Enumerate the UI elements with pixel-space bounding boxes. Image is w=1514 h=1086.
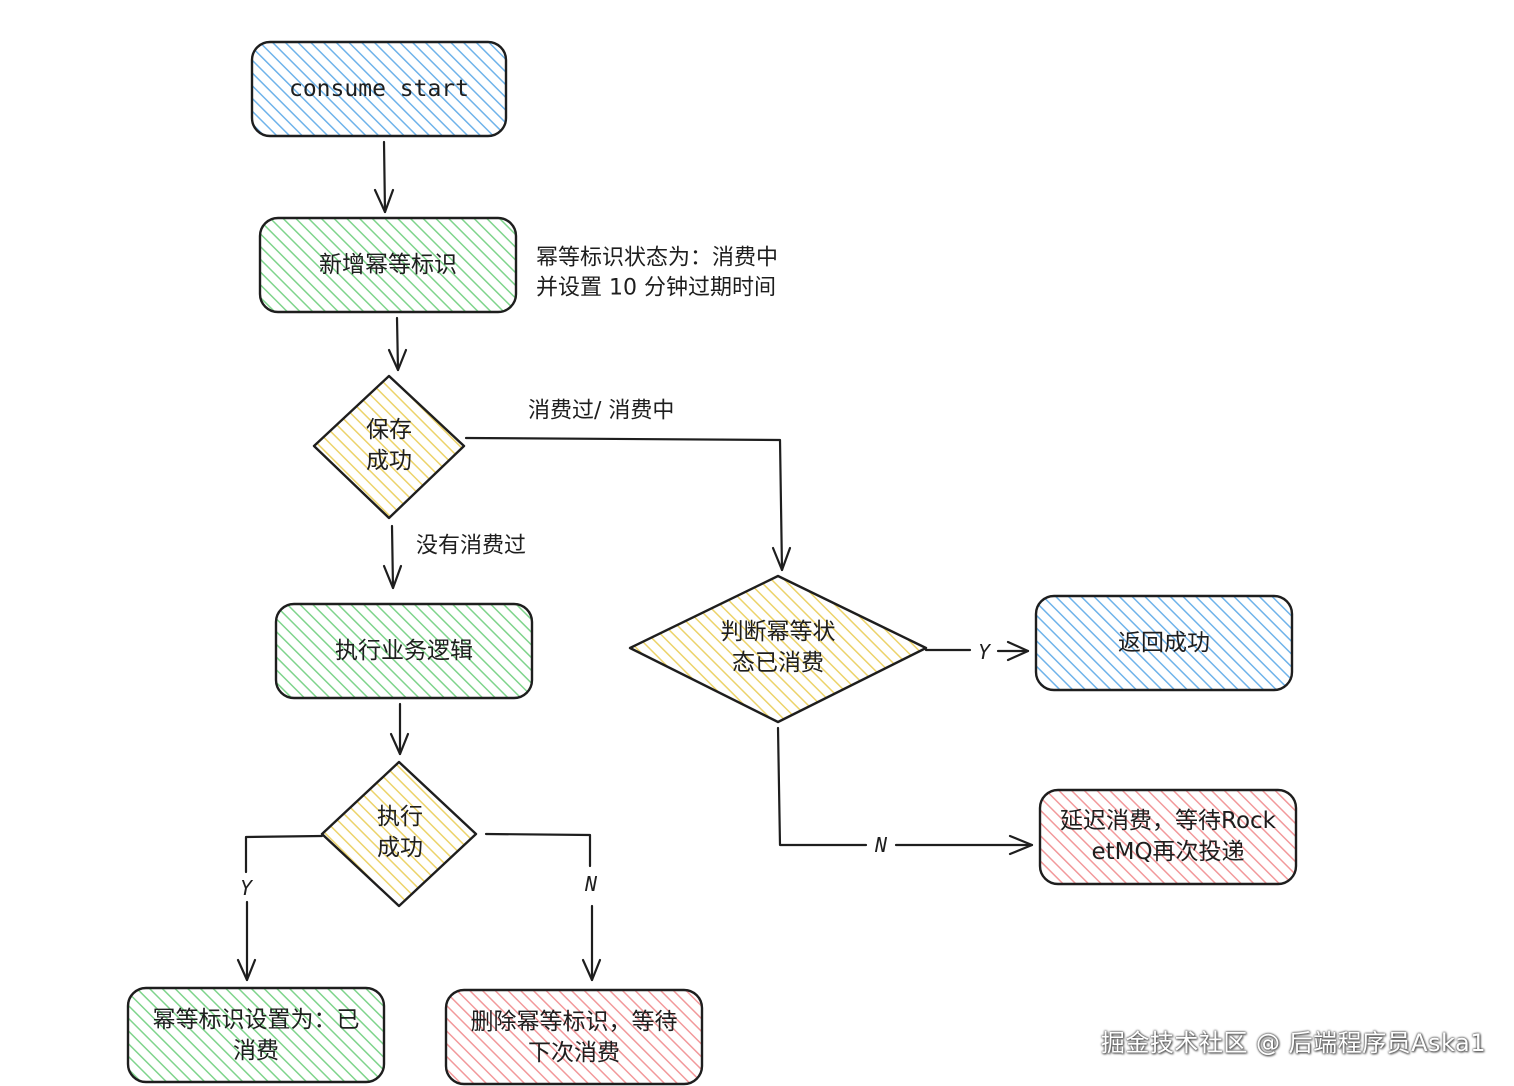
label-consumed-or-consuming: 消费过/ 消费中 (528, 399, 674, 424)
node-run-business-label: 执行业务逻辑 (335, 638, 473, 664)
node-add-idempotent-id: 新增幂等标识 (258, 216, 518, 314)
label-not-consumed: 没有消费过 (416, 534, 526, 559)
arrowhead (236, 958, 257, 982)
edge-check-to-delay-a (776, 726, 868, 847)
arrowhead (382, 564, 403, 590)
label-no-delete: N (584, 872, 598, 896)
edge-start-to-add (382, 140, 387, 214)
arrowhead (389, 732, 410, 756)
edge-add-to-save (395, 316, 400, 372)
node-delay-consume: 延迟消费，等待Rock etMQ再次投递 (1038, 788, 1298, 886)
node-set-consumed-line2: 消费 (233, 1038, 279, 1064)
edge-save-to-check (464, 436, 784, 572)
watermark: 掘金技术社区 @ 后端程序员Aska1 (1100, 1029, 1486, 1057)
edges (236, 140, 1034, 982)
status-note-line1: 幂等标识状态为：消费中 (536, 246, 778, 271)
label-no-delay: N (874, 833, 888, 857)
node-check-status-decision: 判断幂等状 态已消费 (628, 574, 928, 724)
node-return-success-label: 返回成功 (1118, 630, 1210, 656)
arrowhead (581, 958, 602, 982)
node-run-business: 执行业务逻辑 (274, 602, 534, 700)
node-delay-consume-line1: 延迟消费，等待Rock (1060, 808, 1277, 834)
label-yes-return: Y (978, 640, 992, 664)
node-set-consumed-line1: 幂等标识设置为：已 (153, 1007, 360, 1033)
node-delay-consume-line2: etMQ再次投递 (1091, 839, 1244, 865)
node-consume-start: consume start (250, 40, 508, 138)
arrowhead (771, 546, 792, 572)
node-save-success-line1: 保存 (366, 417, 412, 443)
arrowhead (1008, 834, 1034, 856)
node-delete-id-line2: 下次消费 (528, 1040, 620, 1066)
node-save-success-line2: 成功 (366, 448, 412, 474)
edge-exec-to-delete-a (484, 832, 592, 868)
node-delete-id-line1: 删除幂等标识，等待 (471, 1009, 678, 1035)
node-check-status-line1: 判断幂等状 (721, 619, 836, 645)
node-set-consumed: 幂等标识设置为：已 消费 (126, 986, 386, 1084)
arrowhead (1006, 640, 1030, 662)
node-save-success-decision: 保存 成功 (312, 374, 466, 520)
status-note-line2: 并设置 10 分钟过期时间 (536, 276, 776, 301)
edge-exec-to-set-a (244, 834, 324, 874)
node-return-success: 返回成功 (1034, 594, 1294, 692)
node-exec-success-line2: 成功 (377, 835, 423, 861)
arrowhead (387, 348, 408, 372)
node-check-status-line2: 态已消费 (732, 650, 824, 676)
label-yes-set: Y (240, 876, 254, 900)
node-add-idempotent-id-label: 新增幂等标识 (319, 252, 457, 278)
arrowhead (373, 188, 395, 214)
node-consume-start-label: consume start (289, 76, 469, 102)
edge-save-to-run (390, 524, 395, 590)
node-exec-success-decision: 执行 成功 (320, 760, 478, 908)
node-delete-id: 删除幂等标识，等待 下次消费 (444, 988, 704, 1086)
status-note: 幂等标识状态为：消费中 并设置 10 分钟过期时间 (536, 246, 778, 301)
node-exec-success-line1: 执行 (377, 804, 423, 830)
